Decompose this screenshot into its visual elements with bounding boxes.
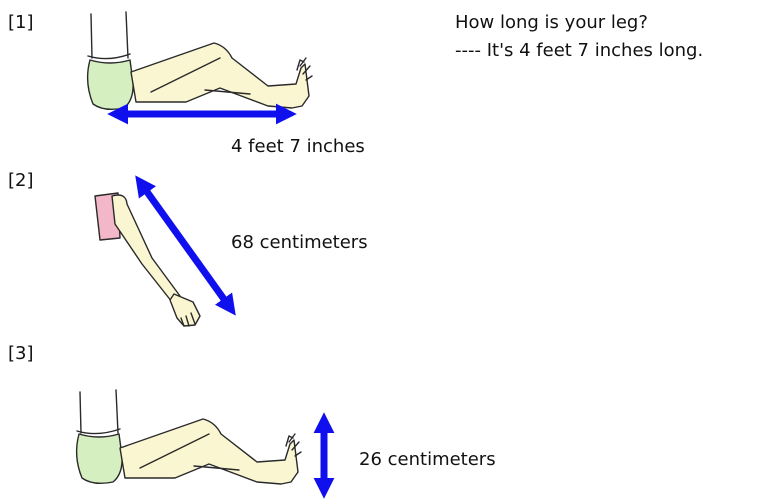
leg-illustration-3 [77,390,301,484]
leg-illustration-1 [88,12,312,109]
arm-illustration-2 [95,193,200,326]
double-arrow-icon-2 [145,189,226,302]
